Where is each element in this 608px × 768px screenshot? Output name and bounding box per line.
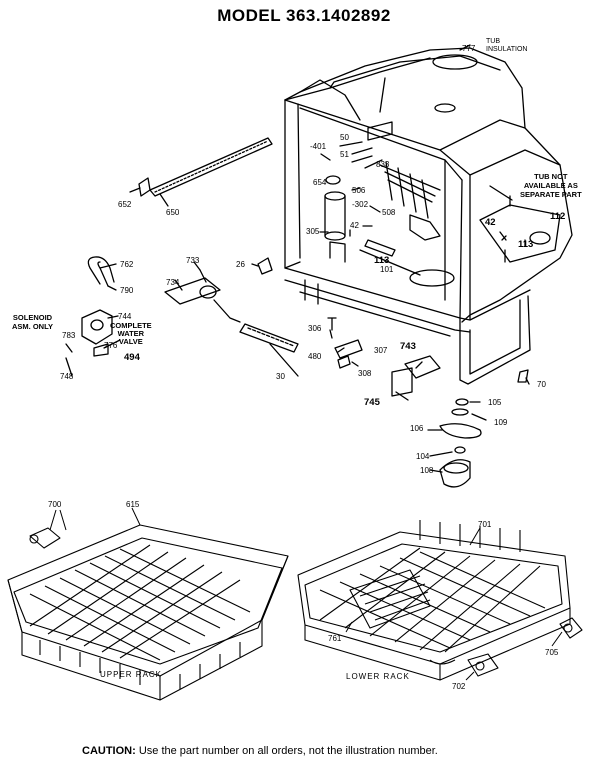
caution-note: CAUTION: Use the part number on all orde…: [82, 745, 438, 757]
label-101: 101: [380, 265, 394, 274]
label-26: 26: [236, 260, 245, 269]
label-734: 734: [166, 278, 180, 287]
label-306: 306: [308, 324, 322, 333]
label-302: -302: [352, 200, 369, 209]
hub-108: [439, 459, 471, 488]
clip-652: [138, 177, 151, 197]
label-113-panel: 113: [518, 239, 534, 250]
label-745: 745: [364, 397, 380, 408]
label-51: 51: [340, 150, 349, 159]
bracket-734: [164, 277, 221, 305]
label-42-tub: 42: [350, 221, 359, 230]
model-title: MODEL 363.1402892: [217, 6, 391, 25]
label-744: 744: [118, 312, 132, 321]
label-508: 508: [382, 208, 396, 217]
label-305: 305: [306, 227, 320, 236]
label-tub-insulation: TUB INSULATION: [486, 38, 528, 53]
label-complete-valve: COMPLETE WATER VALVE: [110, 321, 152, 346]
label-307: 307: [374, 346, 388, 355]
label-109: 109: [494, 418, 508, 427]
label-761: 761: [328, 634, 342, 643]
rail-650: [149, 137, 273, 197]
label-506: 506: [352, 186, 366, 195]
water-valve: [81, 309, 113, 345]
clip-26: [257, 257, 273, 275]
label-70: 70: [537, 380, 546, 389]
label-solenoid: SOLENOID ASM. ONLY: [12, 313, 53, 331]
label-113-tub: 113: [374, 255, 390, 266]
label-743: 743: [400, 341, 416, 352]
label-30: 30: [276, 372, 285, 381]
label-783: 783: [62, 331, 76, 340]
label-762: 762: [120, 260, 134, 269]
label-702: 702: [452, 682, 466, 691]
caption-upper-rack: UPPER RACK: [100, 670, 163, 679]
tub-assembly: [284, 47, 573, 385]
label-480: 480: [308, 352, 322, 361]
label-401: -401: [310, 142, 327, 151]
label-494: 494: [124, 352, 140, 363]
label-615: 615: [126, 500, 140, 509]
caution-label: CAUTION:: [82, 745, 136, 757]
label-777: 777: [462, 44, 476, 53]
label-108: 108: [420, 466, 434, 475]
label-50: 50: [340, 133, 349, 142]
label-308: 308: [358, 369, 372, 378]
caution-text: Use the part number on all orders, not t…: [135, 745, 438, 757]
label-701: 701: [478, 520, 492, 529]
label-776: 776: [104, 341, 118, 350]
caption-lower-rack: LOWER RACK: [346, 672, 410, 681]
label-42-panel: 42: [485, 217, 496, 228]
label-748: 748: [60, 372, 74, 381]
spray-arm: [439, 423, 482, 439]
label-650: 650: [166, 208, 180, 217]
label-104: 104: [416, 452, 430, 461]
upper-rack: [7, 524, 289, 701]
label-700: 700: [48, 500, 62, 509]
label-790: 790: [120, 286, 134, 295]
label-105: 105: [488, 398, 502, 407]
label-112: 112: [550, 211, 566, 222]
lower-rack: [297, 520, 583, 681]
hose-762: [87, 256, 115, 285]
label-652: 652: [118, 200, 132, 209]
label-733: 733: [186, 256, 200, 265]
strip-30: [239, 323, 299, 353]
label-106: 106: [410, 424, 424, 433]
label-tub-note: TUB NOT AVAILABLE AS SEPARATE PART: [520, 172, 582, 199]
label-654: 654: [313, 178, 327, 187]
label-705: 705: [545, 648, 559, 657]
label-833: 833: [376, 160, 390, 169]
